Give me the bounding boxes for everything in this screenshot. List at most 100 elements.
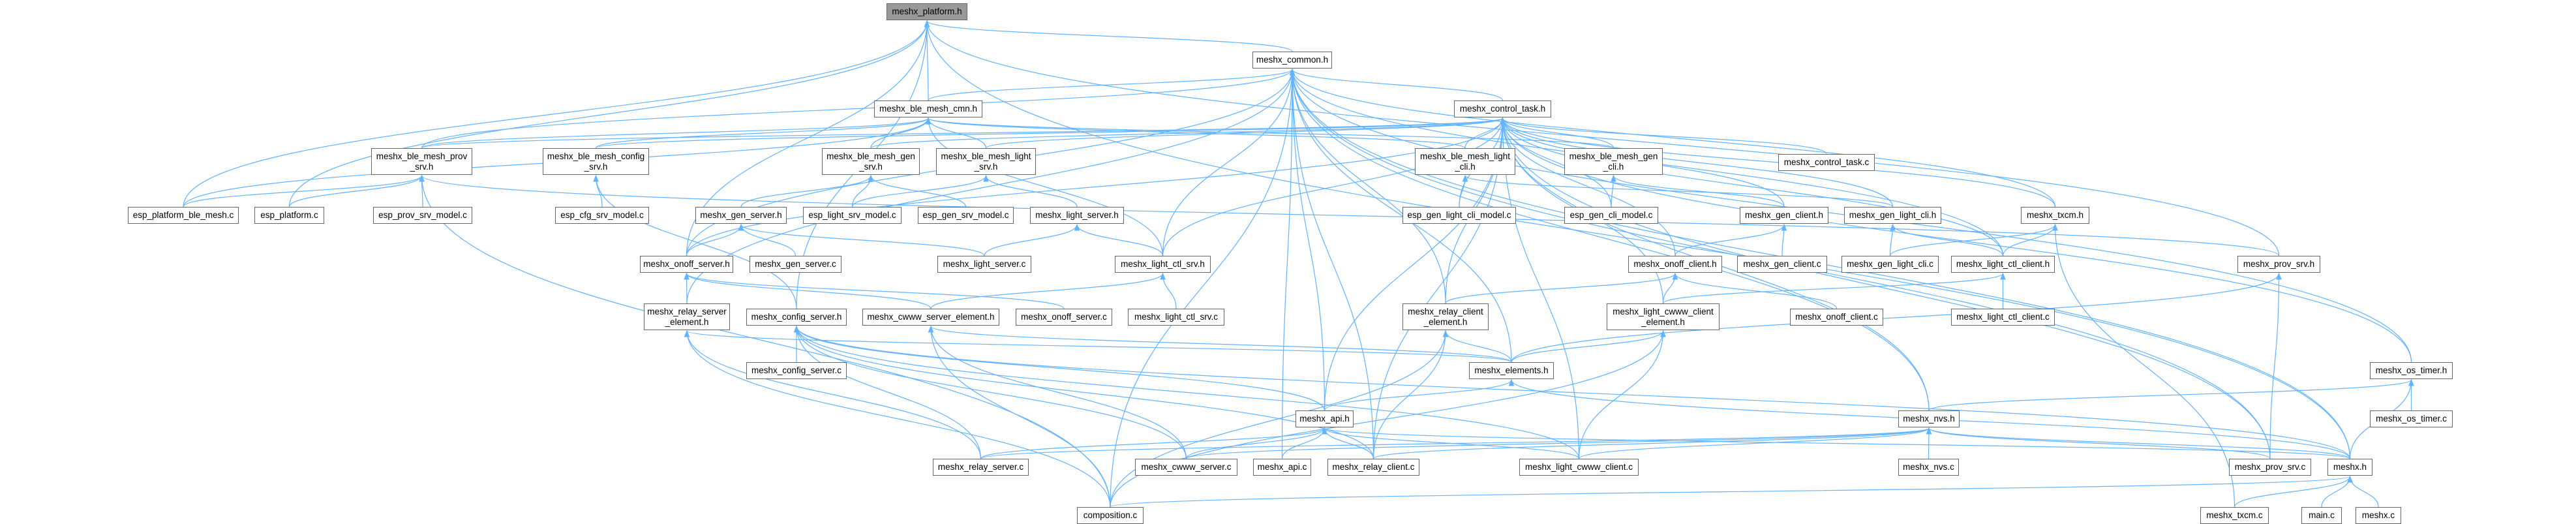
node-label: meshx_relay_client	[1408, 306, 1483, 316]
graph-node-relay-client-c[interactable]: meshx_relay_client.c	[1327, 459, 1419, 476]
graph-node-ble-config-srv-h[interactable]: meshx_ble_mesh_config_srv.h	[543, 148, 649, 175]
edge-light_cwww_client_c-to-light_cwww_client_element_h	[1578, 330, 1666, 459]
graph-node-onoff-client-c[interactable]: meshx_onoff_client.c	[1790, 309, 1883, 326]
edge-cmn_h-to-common_h	[928, 68, 1296, 101]
graph-node-esp-gen-srv-model-c[interactable]: esp_gen_srv_model.c	[918, 207, 1014, 224]
graph-node-light-cwww-client-element-h[interactable]: meshx_light_cwww_client_element.h	[1607, 303, 1720, 330]
graph-node-os-timer-c[interactable]: meshx_os_timer.c	[2370, 410, 2453, 427]
edge-light_cwww_client_element_h-to-light_ctl_client_h	[1662, 272, 2006, 304]
graph-node-onoff-server-c[interactable]: meshx_onoff_server.c	[1016, 309, 1112, 326]
graph-node-esp-gen-light-cli-model-c[interactable]: esp_gen_light_cli_model.c	[1402, 207, 1516, 224]
edge-ble_gen_srv_h-to-control_task_h	[870, 117, 1506, 149]
node-label: meshx_light_ctl_client.h	[1956, 259, 2050, 269]
edge-composition_c-to-meshx_h	[1110, 475, 2353, 508]
edge-prov_srv_c-to-prov_srv_h	[2269, 272, 2282, 459]
edge-relay_server_element_h-to-onoff_server_h	[684, 272, 689, 304]
graph-node-esp-platform-ble-mesh-c[interactable]: esp_platform_ble_mesh.c	[128, 207, 239, 224]
graph-node-ble-light-srv-h[interactable]: meshx_ble_mesh_light_srv.h	[936, 148, 1036, 175]
edge-light_ctl_client_h-to-gen_light_cli_h	[1890, 223, 2004, 256]
graph-node-ble-prov-srv-h[interactable]: meshx_ble_mesh_prov_srv.h	[371, 148, 472, 175]
graph-node-light-cwww-client-c[interactable]: meshx_light_cwww_client.c	[1519, 459, 1639, 476]
graph-node-esp-prov-srv-model-c[interactable]: esp_prov_srv_model.c	[373, 207, 472, 224]
graph-node-light-ctl-client-h[interactable]: meshx_light_ctl_client.h	[1951, 256, 2055, 273]
edge-light_server_h-to-ble_light_srv_h	[983, 174, 1078, 208]
graph-node-cwww-server-c[interactable]: meshx_cwww_server.c	[1135, 459, 1237, 476]
graph-node-os-timer-h[interactable]: meshx_os_timer.h	[2370, 362, 2453, 379]
edge-meshx_h-to-nvs_h	[1926, 427, 2351, 459]
graph-node-gen-client-c[interactable]: meshx_gen_client.c	[1737, 256, 1827, 273]
graph-node-light-server-c[interactable]: meshx_light_server.c	[937, 256, 1031, 273]
graph-node-config-server-h[interactable]: meshx_config_server.h	[746, 309, 847, 326]
edge-api_h-to-config_server_h	[793, 325, 1326, 411]
graph-node-cmn-h[interactable]: meshx_ble_mesh_cmn.h	[874, 100, 982, 117]
graph-node-meshx-c[interactable]: meshx.c	[2356, 507, 2401, 524]
graph-node-ble-light-cli-h[interactable]: meshx_ble_mesh_light_cli.h	[1415, 148, 1515, 175]
node-label: esp_gen_srv_model.c	[922, 210, 1009, 220]
graph-node-esp-platform-c[interactable]: esp_platform.c	[254, 207, 324, 224]
edge-onoff_server_h-to-control_task_h	[686, 117, 1506, 256]
node-label: meshx_os_timer.c	[2376, 414, 2447, 424]
node-label: meshx_light_ctl_client.c	[1956, 312, 2050, 322]
graph-node-light-ctl-client-c[interactable]: meshx_light_ctl_client.c	[1951, 309, 2055, 326]
graph-node-relay-server-c[interactable]: meshx_relay_server.c	[933, 459, 1029, 476]
edge-meshx_h-to-config_server_h	[793, 325, 2351, 459]
node-label: meshx_gen_client.c	[1743, 259, 1821, 269]
graph-node-esp-light-srv-model-c[interactable]: esp_light_srv_model.c	[803, 207, 902, 224]
node-label: meshx_control_task.c	[1783, 157, 1870, 167]
edge-esp_platform_c-to-platform_h	[288, 20, 930, 208]
graph-node-api-c[interactable]: meshx_api.c	[1253, 459, 1311, 476]
graph-node-onoff-client-h[interactable]: meshx_onoff_client.h	[1628, 256, 1722, 273]
graph-node-api-h[interactable]: meshx_api.h	[1296, 410, 1354, 427]
graph-node-composition-c[interactable]: composition.c	[1077, 507, 1144, 524]
graph-node-gen-server-c[interactable]: meshx_gen_server.c	[750, 256, 841, 273]
graph-node-control-task-h[interactable]: meshx_control_task.h	[1454, 100, 1551, 117]
graph-node-prov-srv-c[interactable]: meshx_prov_srv.c	[2229, 459, 2311, 476]
node-label: meshx_api.c	[1257, 462, 1307, 472]
node-label: main.c	[2309, 510, 2335, 520]
graph-node-main-c[interactable]: main.c	[2301, 507, 2342, 524]
graph-node-nvs-h[interactable]: meshx_nvs.h	[1898, 410, 1960, 427]
graph-node-light-server-h[interactable]: meshx_light_server.h	[1030, 207, 1124, 224]
graph-node-nvs-c[interactable]: meshx_nvs.c	[1898, 459, 1959, 476]
node-label: _element.h	[1423, 316, 1468, 327]
graph-node-control-task-c[interactable]: meshx_control_task.c	[1778, 154, 1875, 171]
edge-control_task_c-to-control_task_h	[1500, 117, 1827, 155]
edge-prov_srv_h-to-platform_h	[924, 20, 2280, 256]
graph-node-meshx-h[interactable]: meshx.h	[2327, 459, 2372, 476]
graph-node-light-ctl-srv-c[interactable]: meshx_light_ctl_srv.c	[1128, 309, 1224, 326]
edge-light_server_c-to-light_server_h	[984, 223, 1080, 256]
graph-node-onoff-server-h[interactable]: meshx_onoff_server.h	[640, 256, 733, 273]
graph-node-cwww-server-element-h[interactable]: meshx_cwww_server_element.h	[862, 309, 999, 326]
graph-node-gen-light-cli-c[interactable]: meshx_gen_light_cli.c	[1841, 256, 1939, 273]
edge-relay_client_c-to-control_task_h	[1372, 117, 1506, 459]
node-label: meshx_relay_server.c	[937, 462, 1024, 472]
graph-node-esp-cfg-srv-model-c[interactable]: esp_cfg_srv_model.c	[555, 207, 649, 224]
edge-gen_light_cli_h-to-ble_light_cli_h	[1462, 174, 1894, 208]
graph-node-gen-client-h[interactable]: meshx_gen_client.h	[1740, 207, 1828, 224]
graph-node-gen-light-cli-h[interactable]: meshx_gen_light_cli.h	[1844, 207, 1941, 224]
graph-node-prov-srv-h[interactable]: meshx_prov_srv.h	[2237, 256, 2320, 273]
edge-cwww_server_c-to-nvs_h	[1185, 427, 1932, 459]
graph-node-platform-h[interactable]: meshx_platform.h	[886, 3, 967, 20]
graph-node-config-server-c[interactable]: meshx_config_server.c	[746, 362, 847, 379]
graph-node-elements-h[interactable]: meshx_elements.h	[1469, 362, 1554, 379]
node-label: meshx_onoff_server.c	[1021, 312, 1107, 322]
edge-relay_client_c-to-nvs_h	[1372, 427, 1932, 459]
graph-node-txcm-h[interactable]: meshx_txcm.h	[2021, 207, 2089, 224]
graph-node-relay-server-element-h[interactable]: meshx_relay_server_element.h	[644, 303, 730, 330]
graph-node-txcm-c[interactable]: meshx_txcm.c	[2200, 507, 2269, 524]
edge-light_ctl_srv_h-to-common_h	[1162, 68, 1296, 256]
graph-node-gen-server-h[interactable]: meshx_gen_server.h	[695, 207, 787, 224]
edge-onoff_client_h-to-control_task_h	[1500, 117, 1676, 256]
graph-node-esp-gen-cli-model-c[interactable]: esp_gen_cli_model.c	[1564, 207, 1658, 224]
graph-node-ble-gen-cli-h[interactable]: meshx_ble_mesh_gen_cli.h	[1564, 148, 1663, 175]
graph-node-ble-gen-srv-h[interactable]: meshx_ble_mesh_gen_srv.h	[822, 148, 920, 175]
graph-node-common-h[interactable]: meshx_common.h	[1252, 52, 1332, 69]
graph-node-relay-client-element-h[interactable]: meshx_relay_client_element.h	[1402, 303, 1489, 330]
edge-relay_server_c-to-nvs_h	[980, 427, 1932, 459]
node-label: meshx_cwww_server.c	[1141, 462, 1232, 472]
node-label: meshx_ble_mesh_gen	[826, 151, 915, 161]
edge-relay_client_c-to-api_h	[1322, 427, 1374, 459]
graph-node-light-ctl-srv-h[interactable]: meshx_light_ctl_srv.h	[1115, 256, 1211, 273]
